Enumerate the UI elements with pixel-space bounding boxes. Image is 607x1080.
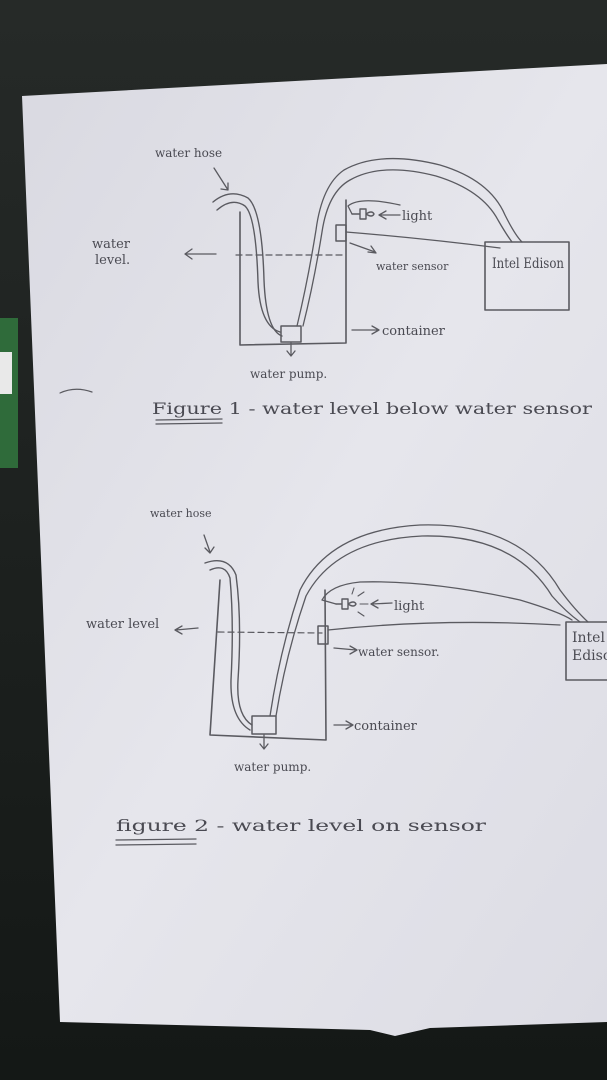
fig1-water-level-arrow: [184, 248, 217, 260]
fig2-water-level-arrow: [174, 625, 199, 635]
fig2-light-rays: [351, 587, 369, 617]
figure-1: [184, 157, 570, 357]
fig1-label-edison: Intel Edison: [492, 256, 564, 272]
fig2-light-arrow: [370, 599, 393, 609]
fig2-caption: figure 2 - water level on sensor: [116, 816, 487, 835]
fig2-label-water-pump: water pump.: [234, 760, 311, 774]
fig1-pump-wire-b: [302, 169, 513, 327]
fig1-label-water-pump: water pump.: [250, 367, 327, 381]
fig1-sensor-wire: [345, 231, 501, 249]
fig2-label-water-hose: water hose: [150, 507, 212, 520]
fig2-pump-wire-b: [275, 535, 581, 717]
fig1-light-arrow: [378, 210, 401, 220]
fig2-sensor-arrow: [333, 645, 358, 655]
fig2-container-arrow: [333, 720, 354, 730]
figure-2: [174, 524, 607, 750]
fig1-caption: Figure 1 - water level below water senso…: [152, 399, 592, 418]
fig2-pump-wire-a: [269, 524, 589, 717]
fig2-container-outline: [209, 579, 327, 741]
fig1-label-container: container: [382, 324, 446, 339]
fig1-light-bulb: [351, 208, 375, 220]
fig1-label-water-level: water level.: [92, 237, 134, 268]
fig1-container-arrow: [351, 325, 380, 335]
fig2-caption-underline: [115, 838, 197, 846]
fig1-pump-arrow: [286, 342, 296, 357]
fig1-pump-wire-a: [296, 157, 523, 327]
fig1-hose-arrow: [213, 167, 229, 191]
fig1-light-wire: [347, 200, 401, 215]
fig2-label-water-level: water level: [86, 617, 159, 632]
fig2-sensor-box: [317, 625, 329, 645]
fig2-edison-box: [565, 621, 607, 681]
fig2-hose-outer: [204, 560, 253, 726]
fig2-hose-inner: [209, 567, 251, 731]
fig2-edison-clip: Intel Edison: [572, 630, 607, 664]
fig2-label-edison: Intel Edison: [572, 630, 607, 664]
show-through-mark: [59, 388, 93, 394]
paper-sheet: [22, 64, 607, 1036]
fig2-light-wire: [321, 581, 573, 621]
fig1-hose-inner: [216, 201, 281, 333]
fig1-hose-outer: [212, 193, 283, 337]
fig1-pump-box: [280, 325, 302, 343]
fig1-caption-underline: [155, 418, 223, 425]
fig2-light-bulb: [335, 598, 357, 610]
fig2-hose-arrow: [203, 534, 215, 554]
fig1-sensor-box: [335, 224, 347, 242]
fig1-edison-box: [484, 241, 570, 311]
fig2-label-water-sensor: water sensor.: [358, 645, 440, 659]
fig1-container-outline: [239, 199, 347, 346]
fig2-water-level-line: [217, 631, 323, 634]
fig2-pump-box: [251, 715, 277, 735]
fig1-label-water-hose: water hose: [155, 146, 222, 160]
fig2-pump-arrow: [259, 734, 269, 750]
fig2-label-container: container: [354, 719, 418, 734]
fig2-label-light: light: [394, 599, 425, 614]
fig1-sensor-arrow: [349, 242, 377, 254]
fig2-sensor-wire: [327, 621, 561, 631]
fig1-label-water-sensor: water sensor: [376, 260, 449, 273]
fig1-label-light: light: [402, 209, 433, 224]
binder-label: [0, 352, 12, 394]
